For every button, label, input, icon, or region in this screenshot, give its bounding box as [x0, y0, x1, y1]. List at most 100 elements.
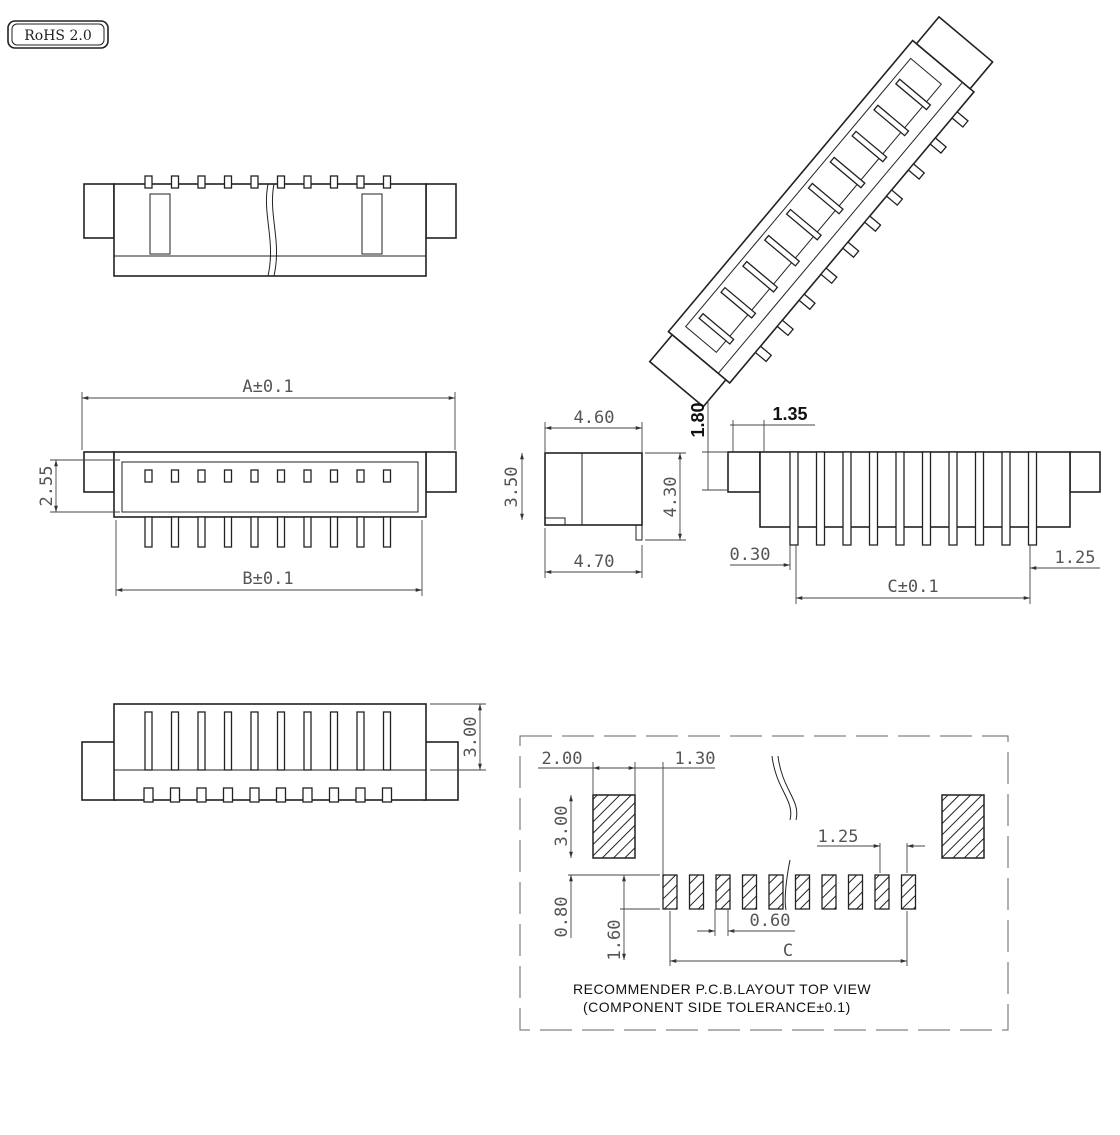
- pcb-note-line2: (COMPONENT SIDE TOLERANCE±0.1): [583, 999, 851, 1015]
- bottom-view-pin: [895, 451, 905, 546]
- back-view-pin: [197, 711, 206, 771]
- bottom-view-pin: [815, 451, 826, 546]
- iso-pin-foot: [841, 241, 860, 259]
- iso-pin: [720, 286, 757, 319]
- pcb-dim-signal-width: 0.60: [750, 911, 791, 931]
- pcb-dim-c: C: [783, 941, 793, 961]
- pcb-signal-pad: [688, 874, 705, 910]
- back-view-pin: [223, 711, 233, 771]
- dim-side-bottom: 4.70: [574, 552, 615, 572]
- iso-pin: [851, 130, 888, 163]
- back-view-pin: [382, 711, 392, 771]
- pcb-signal-pad: [900, 874, 917, 910]
- bottom-view-pin: [842, 451, 852, 546]
- back-view-pin: [276, 711, 286, 771]
- pcb-mount-pad-left: [592, 794, 636, 859]
- top-view-pin: [329, 175, 339, 189]
- front-view-pin: [197, 516, 206, 548]
- dim-bottom-c: C±0.1: [887, 577, 938, 597]
- dim-bottom-1: 1.80: [688, 402, 708, 437]
- top-view: [83, 175, 457, 277]
- back-view-pin-foot: [143, 787, 154, 803]
- iso-pin-foot: [776, 319, 795, 337]
- pcb-layout: 2.00 1.30 3.00 1.25 0.80 1.60 0.60 C REC…: [519, 735, 1009, 1031]
- iso-pin: [807, 182, 844, 215]
- bottom-view-pin: [974, 451, 985, 546]
- back-view-pin: [303, 711, 312, 771]
- back-view-pin-foot: [355, 787, 366, 803]
- pcb-signal-pad: [715, 874, 731, 910]
- back-view-pin-foot: [196, 787, 207, 803]
- iso-pin-foot: [820, 267, 838, 285]
- front-view-pin-window: [170, 469, 180, 483]
- bottom-view-pin: [948, 451, 958, 546]
- iso-pin-foot: [798, 293, 816, 311]
- top-view-pin: [197, 175, 206, 189]
- iso-pin: [829, 156, 866, 189]
- front-view-pin: [250, 516, 259, 548]
- front-view-pin: [329, 516, 339, 548]
- iso-pin-foot: [863, 215, 882, 233]
- front-view-pin: [276, 516, 286, 548]
- front-view-pin: [382, 516, 392, 548]
- pcb-signal-pad: [847, 874, 864, 910]
- pcb-signal-pad: [768, 874, 784, 910]
- pcb-note-line1: RECOMMENDER P.C.B.LAYOUT TOP VIEW: [573, 981, 871, 997]
- dim-bottom-4: 1.25: [1055, 548, 1096, 568]
- dim-side-left: 3.50: [502, 467, 522, 508]
- iso-pin: [741, 260, 779, 293]
- pcb-signal-pad: [741, 874, 758, 910]
- iso-pin-foot: [907, 163, 926, 181]
- dim-front-height: 2.55: [37, 466, 57, 507]
- back-view-pin: [250, 711, 259, 771]
- front-view-pin: [303, 516, 312, 548]
- top-view-pin: [170, 175, 180, 189]
- dim-bottom-2: 1.35: [772, 404, 807, 424]
- rohs-label: RoHS 2.0: [24, 28, 91, 44]
- front-view-pin: [170, 516, 180, 548]
- pcb-signal-pad: [874, 874, 890, 910]
- dim-b: B±0.1: [242, 569, 293, 589]
- top-view-pin: [382, 175, 392, 189]
- pcb-dim-pad-height: 3.00: [552, 806, 572, 847]
- pcb-dim-offset: 1.60: [605, 920, 625, 961]
- back-view-pin-foot: [275, 787, 287, 803]
- iso-pin-foot: [885, 189, 904, 207]
- top-view-pin: [303, 175, 312, 189]
- pcb-mount-pad-right: [941, 794, 985, 859]
- top-view-pin: [144, 175, 153, 189]
- back-view-pin-foot: [249, 787, 260, 803]
- iso-pin-foot: [951, 110, 969, 128]
- back-view-pin: [170, 711, 180, 771]
- bottom-view-pin: [1001, 451, 1011, 546]
- front-view-pin: [356, 516, 365, 548]
- back-view-pin-foot: [328, 787, 340, 803]
- back-view: 3.00: [81, 703, 486, 803]
- pcb-dim-signal-height: 0.80: [552, 897, 572, 938]
- front-view-pin: [144, 516, 153, 548]
- bottom-view-pin: [868, 451, 879, 546]
- pcb-signal-pad: [662, 874, 678, 910]
- pcb-dim-pitch: 1.25: [818, 827, 859, 847]
- dim-side-right: 4.30: [661, 477, 681, 518]
- iso-pin: [698, 312, 735, 345]
- top-view-pin: [250, 175, 259, 189]
- front-view-pin-window: [303, 469, 312, 483]
- back-view-pin-foot: [381, 787, 393, 803]
- bottom-view-pin: [921, 451, 932, 546]
- bottom-view-pin: [1027, 451, 1038, 546]
- back-view-pin-foot: [302, 787, 313, 803]
- front-view-pin-window: [223, 469, 233, 483]
- top-view-pin: [276, 175, 286, 189]
- front-view: A±0.1 B±0.1 2.55: [37, 377, 457, 596]
- pcb-signal-pad: [794, 874, 811, 910]
- front-view-pin-window: [144, 469, 153, 483]
- pcb-dim-pad-width: 2.00: [542, 749, 583, 769]
- top-view-pin: [356, 175, 365, 189]
- pcb-dim-gap: 1.30: [675, 749, 716, 769]
- rohs-badge: RoHS 2.0: [7, 20, 109, 49]
- dim-bottom-3: 0.30: [730, 545, 771, 565]
- back-view-pin: [144, 711, 153, 771]
- bottom-view-pin: [789, 451, 799, 546]
- front-view-pin-window: [197, 469, 206, 483]
